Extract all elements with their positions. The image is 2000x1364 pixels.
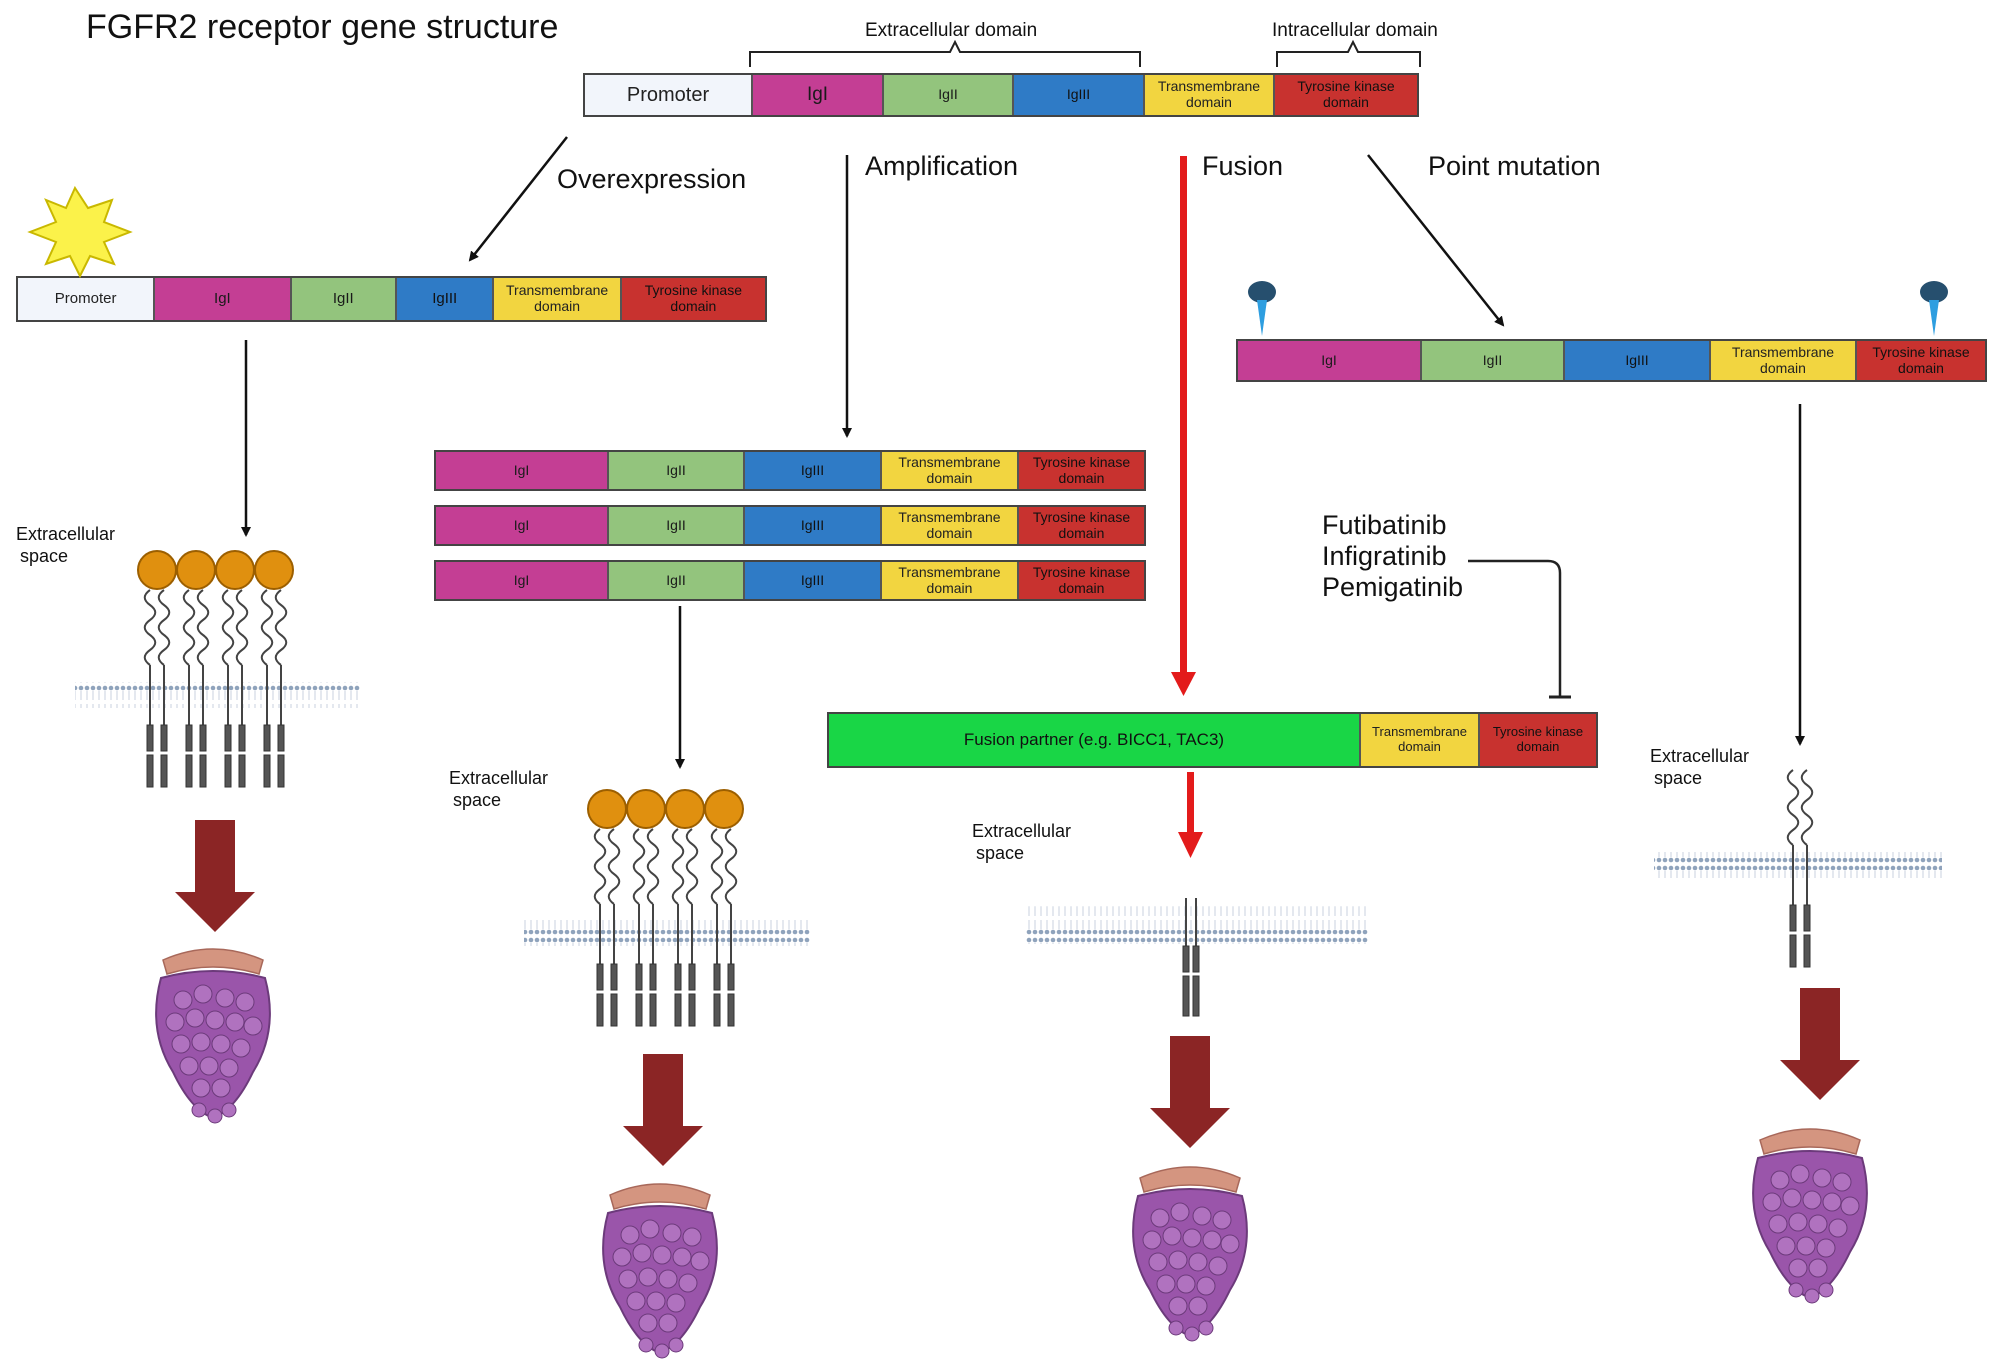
segment-tyrosine-kinase: Tyrosine kinase domain xyxy=(1019,562,1144,599)
segment-ig3: IgIII xyxy=(745,562,882,599)
segment-promoter: Promoter xyxy=(585,75,753,115)
intracellular-domain-label: Intracellular domain xyxy=(1272,20,1438,41)
amplification-gene-bar: IgI IgII IgIII Transmembrane domain Tyro… xyxy=(434,450,1146,491)
segment-ig3: IgIII xyxy=(1014,75,1145,115)
segment-ig3: IgIII xyxy=(745,507,882,544)
segment-tyrosine-kinase: Tyrosine kinase domain xyxy=(1019,452,1144,489)
segment-transmembrane: Transmembrane domain xyxy=(1361,714,1480,766)
ligand-icon xyxy=(587,789,744,829)
segment-ig2: IgII xyxy=(609,507,745,544)
tumor-icon xyxy=(1752,1128,1868,1304)
starburst-icon xyxy=(27,185,133,279)
tumor-icon xyxy=(602,1183,718,1359)
segment-ig3: IgIII xyxy=(396,278,495,320)
overexpression-gene-bar: Promoter IgI IgII IgIII Transmembrane do… xyxy=(16,276,767,322)
segment-transmembrane: Transmembrane domain xyxy=(882,562,1019,599)
segment-ig3: IgIII xyxy=(745,452,882,489)
segment-transmembrane: Transmembrane domain xyxy=(882,452,1019,489)
drug-pemigatinib: Pemigatinib xyxy=(1322,572,1464,602)
segment-tyrosine-kinase: Tyrosine kinase domain xyxy=(1019,507,1144,544)
point-mutation-gene-bar: IgI IgII IgIII Transmembrane domain Tyro… xyxy=(1236,339,1987,382)
mutation-pin-icon xyxy=(1920,281,1948,336)
drug-infigratinib: Infigratinib xyxy=(1322,541,1447,571)
amplification-gene-bar: IgI IgII IgIII Transmembrane domain Tyro… xyxy=(434,505,1146,546)
segment-ig1: IgI xyxy=(753,75,884,115)
segment-fusion-partner: Fusion partner (e.g. BICC1, TAC3) xyxy=(829,714,1361,766)
segment-tyrosine-kinase: Tyrosine kinase domain xyxy=(621,278,765,320)
segment-ig2: IgII xyxy=(609,562,745,599)
extracellular-domain-label: Extracellular domain xyxy=(865,20,1038,41)
segment-ig1: IgI xyxy=(155,278,292,320)
gene-structure-bar: Promoter IgI IgII IgIII Transmembrane do… xyxy=(583,73,1419,117)
amplification-gene-bar: IgI IgII IgIII Transmembrane domain Tyro… xyxy=(434,560,1146,601)
ligand-icon xyxy=(137,550,294,590)
point-mutation-label: Point mutation xyxy=(1428,151,1601,181)
tumor-icon xyxy=(1132,1166,1248,1342)
amplification-label: Amplification xyxy=(865,151,1019,181)
overexpression-label: Overexpression xyxy=(557,164,747,194)
segment-ig1: IgI xyxy=(436,452,609,489)
fusion-gene-bar: Fusion partner (e.g. BICC1, TAC3) Transm… xyxy=(827,712,1598,768)
figure-title: FGFR2 receptor gene structure xyxy=(86,8,559,46)
segment-tyrosine-kinase: Tyrosine kinase domain xyxy=(1857,341,1985,380)
segment-ig1: IgI xyxy=(436,562,609,599)
segment-transmembrane: Transmembrane domain xyxy=(494,278,622,320)
segment-transmembrane: Transmembrane domain xyxy=(882,507,1019,544)
segment-ig1: IgI xyxy=(1238,341,1422,380)
segment-ig3: IgIII xyxy=(1565,341,1711,380)
segment-ig2: IgII xyxy=(291,278,397,320)
drug-futibatinib: Futibatinib xyxy=(1322,510,1447,540)
mutation-pin-icon xyxy=(1248,281,1276,336)
tumor-icon xyxy=(155,948,271,1124)
segment-tyrosine-kinase: Tyrosine kinase domain xyxy=(1480,714,1596,766)
segment-ig1: IgI xyxy=(436,507,609,544)
segment-ig2: IgII xyxy=(1422,341,1565,380)
segment-transmembrane: Transmembrane domain xyxy=(1711,341,1857,380)
segment-ig2: IgII xyxy=(884,75,1014,115)
segment-ig2: IgII xyxy=(609,452,745,489)
segment-promoter: Promoter xyxy=(18,278,156,320)
segment-transmembrane: Transmembrane domain xyxy=(1145,75,1275,115)
fusion-label: Fusion xyxy=(1202,151,1284,181)
segment-tyrosine-kinase: Tyrosine kinase domain xyxy=(1275,75,1417,115)
